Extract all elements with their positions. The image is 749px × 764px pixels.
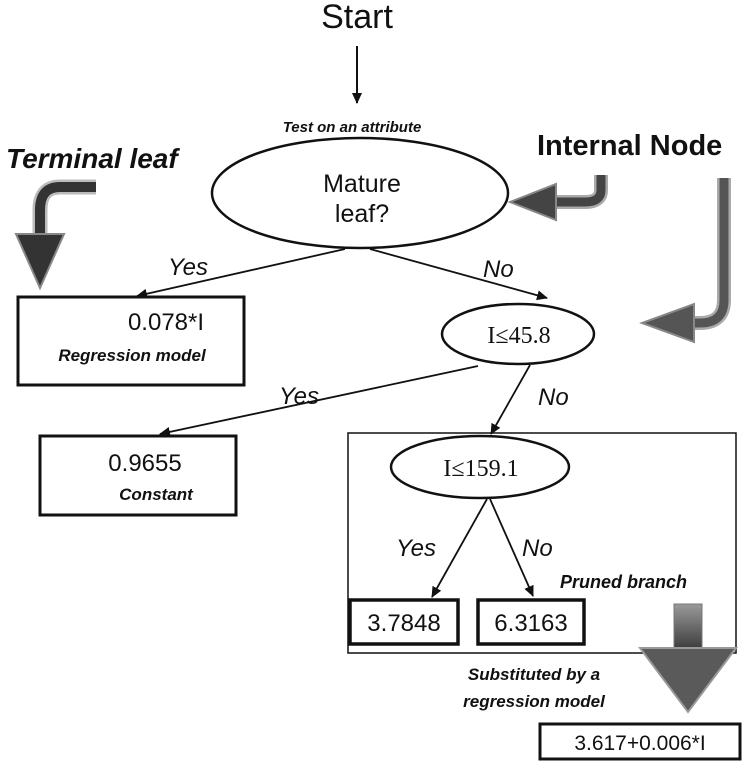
pruned-branch-callout: Pruned branch xyxy=(560,572,687,592)
substitution-arrow xyxy=(638,603,738,714)
leaf-constant-value: 0.9655 xyxy=(108,450,181,477)
leaf-regression-value: 0.078*I xyxy=(128,309,204,336)
leaf-b-value: 6.3163 xyxy=(494,610,567,637)
leaf-final xyxy=(538,722,742,761)
leaf-a xyxy=(348,598,460,646)
node-i1591-label: I≤159.1 xyxy=(443,456,518,482)
leaf-constant xyxy=(38,434,238,517)
edge-root-no xyxy=(369,248,548,301)
substituted-caption-line2: regression model xyxy=(463,692,606,711)
internal-node-callout: Internal Node xyxy=(537,130,722,162)
start-label: Start xyxy=(321,0,393,36)
edge-i458-yes xyxy=(159,365,479,437)
edge-i1591-yes-label: Yes xyxy=(396,535,436,562)
edge-i458-no-label: No xyxy=(538,384,569,411)
internal-node-pointer-root xyxy=(507,175,608,222)
substituted-caption-line1: Substituted by a xyxy=(468,665,600,684)
edge-root-yes xyxy=(136,248,346,299)
node-i458 xyxy=(440,302,596,366)
leaf-regression xyxy=(16,295,246,387)
edge-i1591-yes xyxy=(431,498,488,598)
root-node xyxy=(210,136,510,250)
root-node-line1: Mature xyxy=(323,170,401,198)
node-i1591 xyxy=(389,434,571,500)
leaf-final-value: 3.617+0.006*I xyxy=(574,732,705,755)
edge-root-yes-label: Yes xyxy=(168,254,208,281)
edge-i1591-no-label: No xyxy=(522,535,553,562)
edge-i1591-no xyxy=(489,498,534,597)
leaf-constant-caption: Constant xyxy=(119,485,194,504)
terminal-leaf-pointer xyxy=(14,179,96,291)
terminal-leaf-callout: Terminal leaf xyxy=(6,143,180,174)
leaf-a-value: 3.7848 xyxy=(367,610,440,637)
edge-i458-no xyxy=(490,364,531,435)
leaf-b xyxy=(476,598,586,646)
root-caption: Test on an attribute xyxy=(283,119,422,136)
node-i458-label: I≤45.8 xyxy=(487,323,550,349)
edge-root-no-label: No xyxy=(483,256,514,283)
internal-node-pointer-i458 xyxy=(639,178,731,344)
pruned-subtree-box xyxy=(347,432,737,654)
root-node-line2: leaf? xyxy=(335,200,389,228)
leaf-regression-caption: Regression model xyxy=(58,346,207,365)
edge-i458-yes-label: Yes xyxy=(279,383,319,410)
